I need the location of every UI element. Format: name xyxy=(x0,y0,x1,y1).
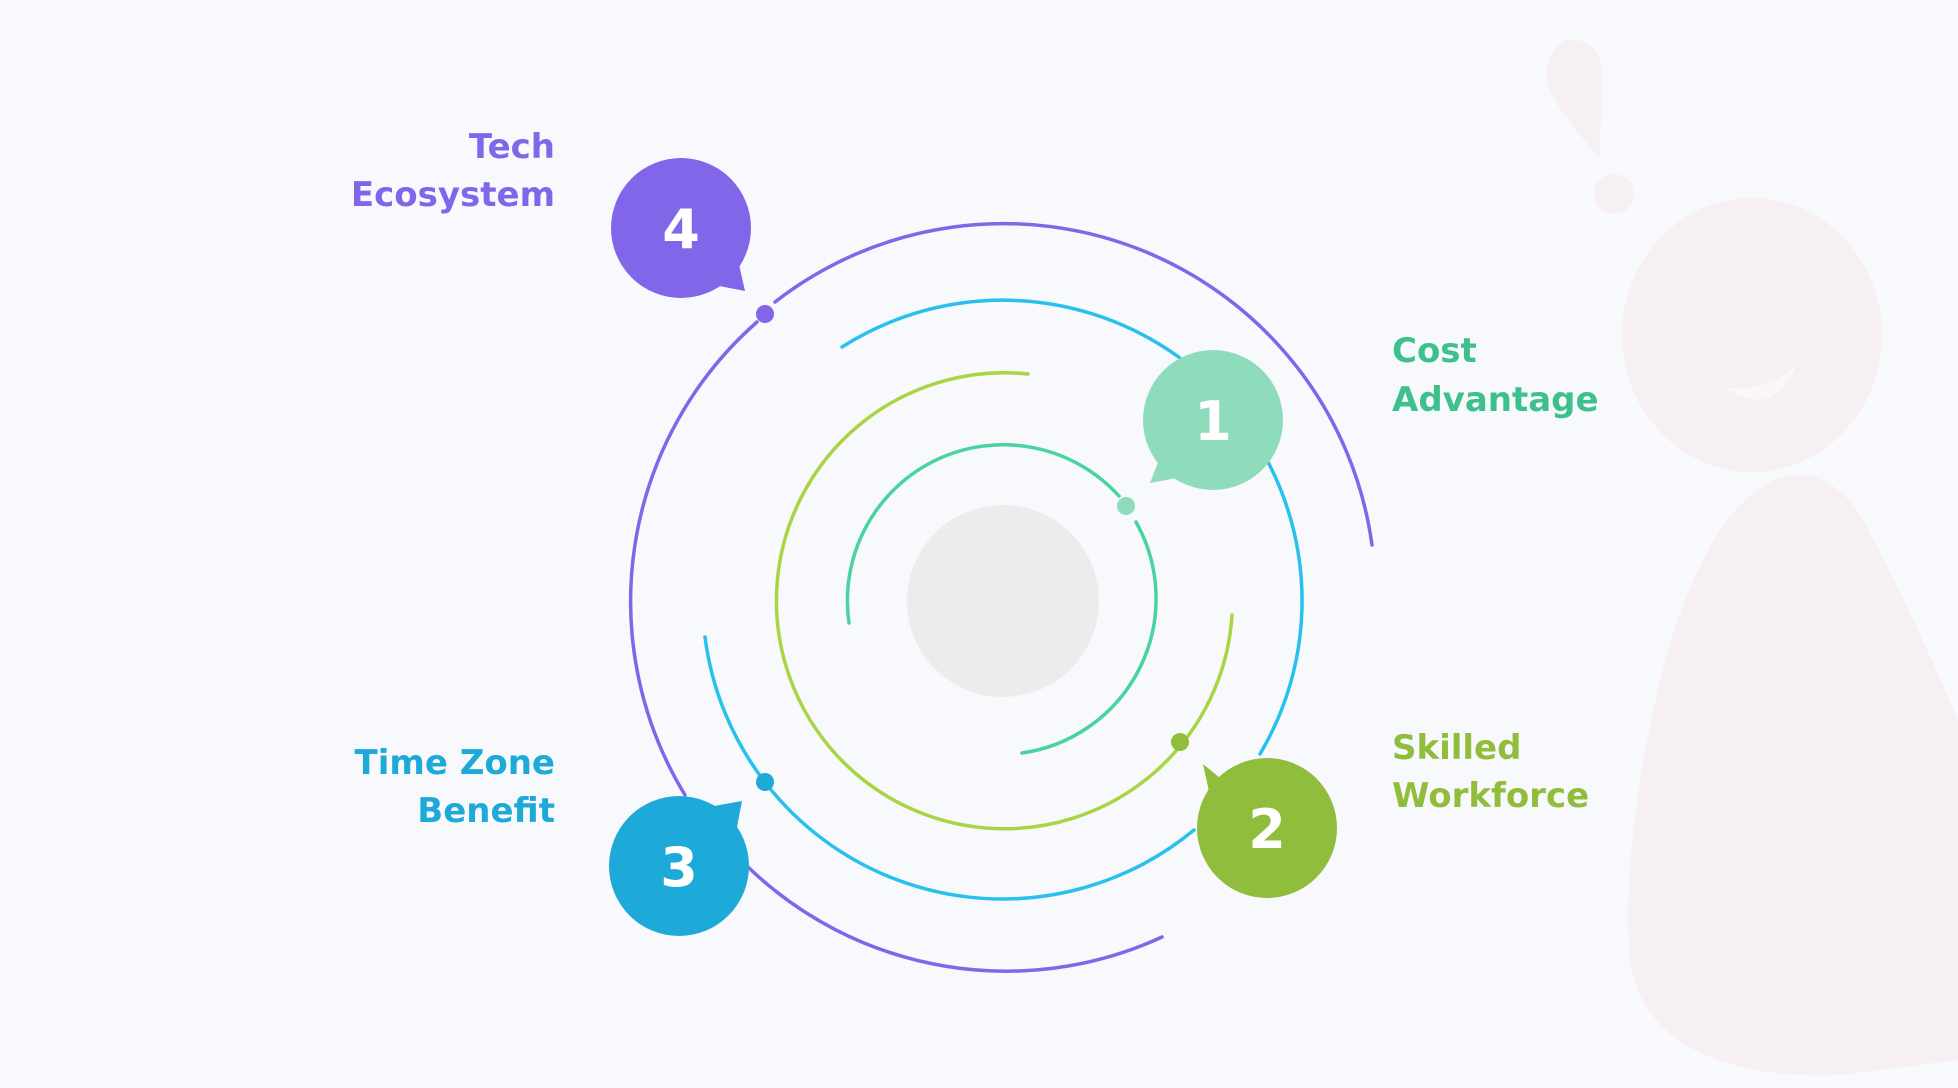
label-2-line2: Workforce xyxy=(1392,776,1589,816)
marker-dot-2 xyxy=(1171,733,1189,751)
marker-dot-1 xyxy=(1117,497,1135,515)
exclamation-dot xyxy=(1594,174,1634,214)
label-3: Time Zone Benefit xyxy=(355,743,555,831)
figure-smile xyxy=(1725,362,1797,400)
step-number-2: 2 xyxy=(1248,798,1286,861)
marker-dot-4 xyxy=(756,305,774,323)
orbit-ring-lime xyxy=(774,371,1234,831)
figure-body xyxy=(1628,475,1958,1076)
exclamation-mark-icon xyxy=(1546,39,1602,158)
step-number-3: 3 xyxy=(660,836,698,899)
orbit-ring-green xyxy=(845,443,1158,755)
label-2-line1: Skilled xyxy=(1392,728,1521,768)
orbit-ring-blue xyxy=(703,298,1304,901)
center-circle xyxy=(907,505,1099,697)
label-2: Skilled Workforce xyxy=(1392,728,1589,816)
step-bubble-2: 2 xyxy=(1197,758,1337,898)
label-4-line2: Ecosystem xyxy=(351,175,555,215)
orbit-ring-purple xyxy=(628,221,1374,973)
marker-dot-3 xyxy=(756,773,774,791)
figure-head xyxy=(1622,198,1882,472)
step-bubble-3: 3 xyxy=(609,796,749,936)
step-number-1: 1 xyxy=(1194,390,1232,453)
label-1-line1: Cost xyxy=(1392,331,1477,371)
step-bubble-1: 1 xyxy=(1143,350,1283,490)
thinking-person-illustration xyxy=(1546,39,1958,1076)
label-1: Cost Advantage xyxy=(1392,331,1599,420)
label-3-line1: Time Zone xyxy=(355,743,555,783)
step-bubble-4: 4 xyxy=(611,158,751,298)
label-4: Tech Ecosystem xyxy=(351,127,555,215)
label-4-line1: Tech xyxy=(469,127,555,167)
label-3-line2: Benefit xyxy=(417,791,555,831)
step-number-4: 4 xyxy=(662,198,700,261)
label-1-line2: Advantage xyxy=(1392,380,1599,420)
